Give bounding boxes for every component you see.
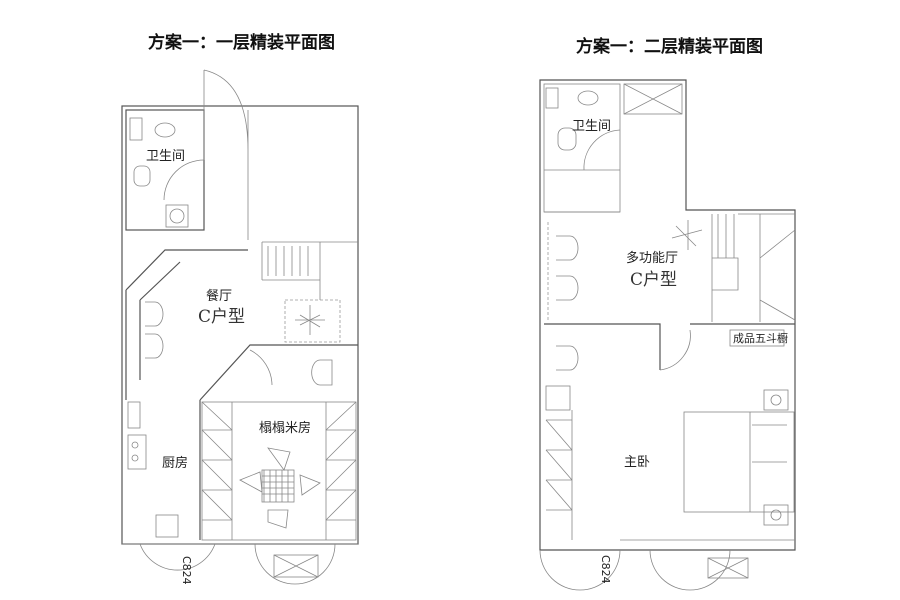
room-label-master-bedroom: 主卧 bbox=[624, 455, 650, 470]
room-label-multi-hall: 多功能厅 bbox=[626, 250, 678, 266]
dresser-label: 成品五斗橱 bbox=[733, 331, 788, 345]
room-label-kitchen: 厨房 bbox=[162, 455, 188, 471]
window-code: C824 bbox=[599, 555, 612, 584]
room-label-tatami: 榻榻米房 bbox=[259, 420, 311, 436]
room-label-bathroom: 卫生间 bbox=[572, 119, 611, 134]
room-label-dining: 餐厅 bbox=[206, 288, 232, 304]
plant-icon bbox=[671, 220, 703, 250]
window-code: C824 bbox=[180, 556, 193, 585]
floor1-title: 方案一：一层精装平面图 bbox=[148, 32, 335, 53]
bed bbox=[683, 411, 795, 513]
unit-type-label: C户型 bbox=[630, 270, 677, 290]
tea-table bbox=[261, 469, 295, 503]
room-label-bathroom: 卫生间 bbox=[146, 149, 185, 164]
floor2-title: 方案一：二层精装平面图 bbox=[576, 36, 763, 57]
plant-icon bbox=[295, 305, 325, 335]
unit-type-label: C户型 bbox=[198, 307, 245, 327]
floor1-plan: 卫生间 餐厅 C户型 榻榻米房 厨房 C824 bbox=[121, 69, 359, 585]
floor2-plan: 卫生间 多功能厅 C户型 成品五斗橱 主卧 C824 bbox=[539, 79, 796, 591]
